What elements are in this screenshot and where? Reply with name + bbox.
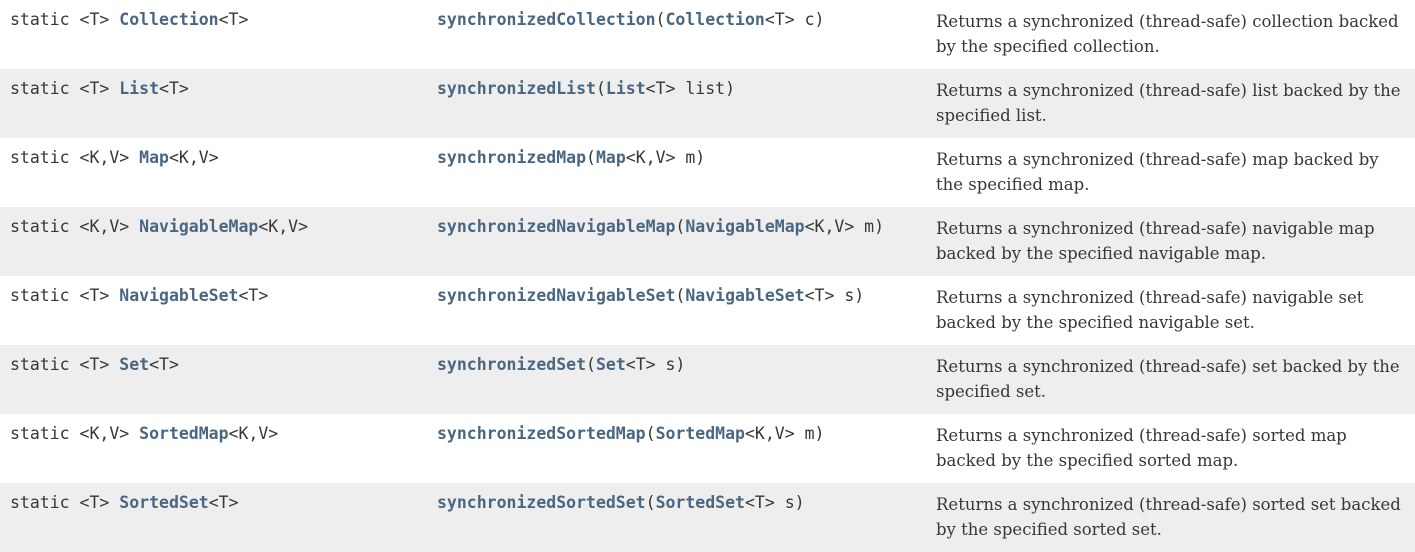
param-open-text: ( (655, 10, 666, 29)
table-row: static <K,V> SortedMap<K,V> synchronized… (0, 414, 1415, 483)
table-row: static <T> SortedSet<T> synchronizedSort… (0, 483, 1415, 552)
param-open-text: ( (645, 424, 656, 443)
modifier-and-type-cell: static <K,V> SortedMap<K,V> (0, 414, 427, 443)
modifier-text: static <K,V> (10, 424, 140, 443)
modifier-and-type-cell: static <T> List<T> (0, 69, 427, 98)
param-type-link[interactable]: SortedMap (655, 424, 745, 443)
modifier-text: static <T> (10, 10, 120, 29)
return-type-link[interactable]: Set (119, 355, 150, 374)
return-type-link[interactable]: SortedSet (119, 493, 209, 512)
method-cell: synchronizedMap(Map<K,V> m) (427, 138, 926, 167)
description-cell: Returns a synchronized (thread-safe) sor… (936, 495, 1401, 539)
param-open-text: ( (586, 148, 596, 167)
table-row: static <T> Collection<T> synchronizedCol… (0, 0, 1415, 69)
method-link[interactable]: synchronizedNavigableMap (437, 217, 676, 236)
return-type-link[interactable]: NavigableMap (139, 217, 259, 236)
modifier-text: static <T> (10, 286, 120, 305)
param-open-text: ( (595, 79, 606, 98)
table-row: static <K,V> NavigableMap<K,V> synchroni… (0, 207, 1415, 276)
method-cell: synchronizedNavigableMap(NavigableMap<K,… (427, 207, 926, 236)
param-type-link[interactable]: Set (595, 355, 626, 374)
param-type-link[interactable]: NavigableSet (685, 286, 805, 305)
description-cell: Returns a synchronized (thread-safe) set… (936, 357, 1400, 401)
modifier-and-type-cell: static <T> NavigableSet<T> (0, 276, 427, 305)
param-rest-text: <K,V> m) (744, 424, 825, 443)
method-cell: synchronizedList(List<T> list) (427, 69, 926, 98)
param-rest-text: <T> list) (645, 79, 736, 98)
method-cell: synchronizedSortedMap(SortedMap<K,V> m) (427, 414, 926, 443)
method-cell: synchronizedCollection(Collection<T> c) (427, 0, 926, 29)
type-params-text: <K,V> (258, 217, 309, 236)
modifier-and-type-cell: static <T> SortedSet<T> (0, 483, 427, 512)
param-rest-text: <K,V> m) (625, 148, 706, 167)
method-link[interactable]: synchronizedSortedSet (437, 493, 646, 512)
modifier-text: static <K,V> (10, 217, 140, 236)
param-rest-text: <T> s) (804, 286, 865, 305)
return-type-link[interactable]: Map (139, 148, 169, 167)
return-type-link[interactable]: SortedMap (139, 424, 229, 443)
modifier-text: static <T> (10, 79, 120, 98)
method-link[interactable]: synchronizedSet (437, 355, 587, 374)
param-rest-text: <T> s) (625, 355, 686, 374)
table-row: static <T> NavigableSet<T> synchronizedN… (0, 276, 1415, 345)
type-params-text: <T> (149, 355, 179, 374)
param-open-text: ( (645, 493, 656, 512)
description-cell: Returns a synchronized (thread-safe) nav… (936, 219, 1375, 263)
type-params-text: <T> (208, 493, 239, 512)
method-cell: synchronizedSortedSet(SortedSet<T> s) (427, 483, 926, 512)
param-open-text: ( (675, 286, 686, 305)
method-link[interactable]: synchronizedMap (437, 148, 587, 167)
description-cell: Returns a synchronized (thread-safe) lis… (936, 81, 1401, 125)
type-params-text: <K,V> (168, 148, 219, 167)
modifier-and-type-cell: static <T> Collection<T> (0, 0, 427, 29)
type-params-text: <T> (218, 10, 249, 29)
return-type-link[interactable]: NavigableSet (119, 286, 239, 305)
param-type-link[interactable]: Map (595, 148, 626, 167)
modifier-text: static <T> (10, 355, 120, 374)
method-link[interactable]: synchronizedCollection (437, 10, 656, 29)
type-params-text: <T> (159, 79, 189, 98)
modifier-and-type-cell: static <T> Set<T> (0, 345, 427, 374)
param-type-link[interactable]: SortedSet (655, 493, 745, 512)
type-params-text: <T> (238, 286, 269, 305)
table-row: static <T> List<T> synchronizedList(List… (0, 69, 1415, 138)
method-cell: synchronizedSet(Set<T> s) (427, 345, 926, 374)
return-type-link[interactable]: List (119, 79, 160, 98)
return-type-link[interactable]: Collection (119, 10, 219, 29)
method-cell: synchronizedNavigableSet(NavigableSet<T>… (427, 276, 926, 305)
modifier-text: static <T> (10, 493, 120, 512)
description-cell: Returns a synchronized (thread-safe) col… (936, 12, 1399, 56)
param-open-text: ( (675, 217, 686, 236)
param-type-link[interactable]: List (605, 79, 646, 98)
description-cell: Returns a synchronized (thread-safe) sor… (936, 426, 1347, 470)
type-params-text: <K,V> (228, 424, 279, 443)
description-cell: Returns a synchronized (thread-safe) map… (936, 150, 1379, 194)
method-link[interactable]: synchronizedNavigableSet (437, 286, 676, 305)
table-row: static <K,V> Map<K,V> synchronizedMap(Ma… (0, 138, 1415, 207)
modifier-text: static <K,V> (10, 148, 140, 167)
param-open-text: ( (586, 355, 596, 374)
modifier-and-type-cell: static <K,V> NavigableMap<K,V> (0, 207, 427, 236)
param-type-link[interactable]: Collection (665, 10, 765, 29)
param-type-link[interactable]: NavigableMap (685, 217, 805, 236)
param-rest-text: <K,V> m) (804, 217, 885, 236)
method-link[interactable]: synchronizedList (437, 79, 596, 98)
table-row: static <T> Set<T> synchronizedSet(Set<T>… (0, 345, 1415, 414)
param-rest-text: <T> s) (744, 493, 805, 512)
modifier-and-type-cell: static <K,V> Map<K,V> (0, 138, 427, 167)
param-rest-text: <T> c) (764, 10, 825, 29)
description-cell: Returns a synchronized (thread-safe) nav… (936, 288, 1364, 332)
method-link[interactable]: synchronizedSortedMap (437, 424, 646, 443)
